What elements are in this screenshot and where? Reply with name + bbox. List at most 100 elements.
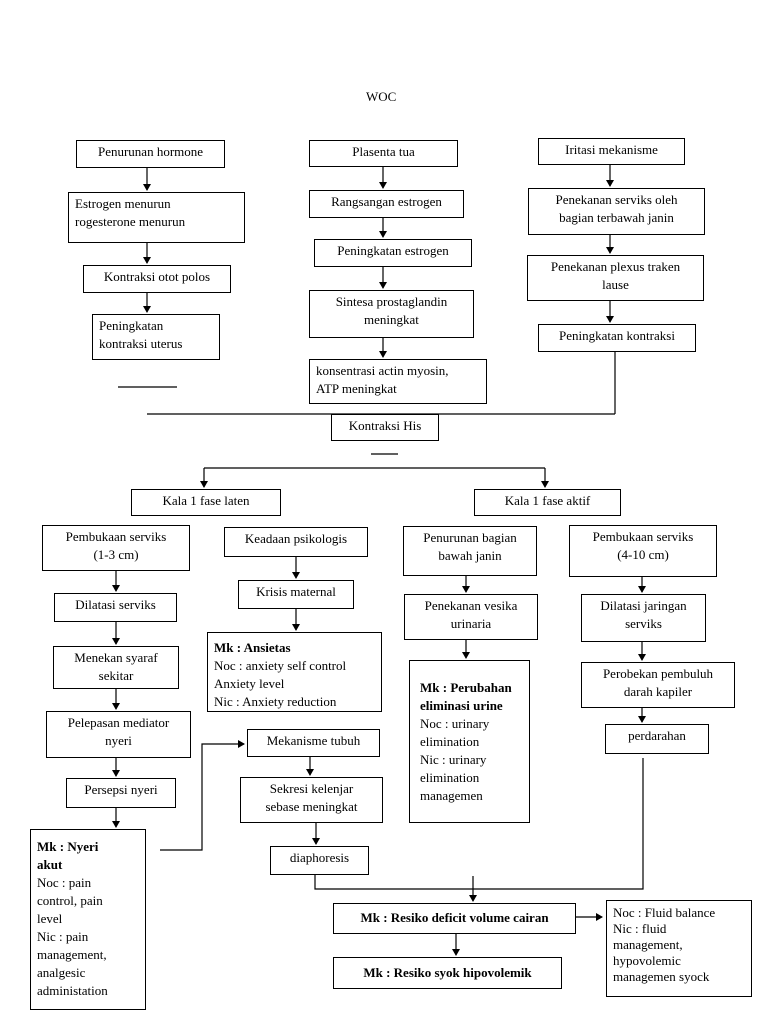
- mk-eliminasi-heading-line1: Mk : Perubahan: [420, 680, 512, 695]
- mk-nyeri-line6: analgesic: [37, 965, 86, 980]
- perdarahan-to-volume: [473, 758, 644, 890]
- mk-nyeri-line3: level: [37, 911, 63, 926]
- peningkatan-kontraksi-uterus-box: Peningkatan kontraksi uterus: [92, 314, 220, 360]
- penurunan-bagian-box: Penurunan bagian bawah janin: [403, 526, 537, 576]
- mk-resiko-syok-text: Mk : Resiko syok hipovolemik: [363, 965, 532, 980]
- persepsi-nyeri-text: Persepsi nyeri: [84, 782, 158, 797]
- krisis-maternal-box: Krisis maternal: [238, 580, 354, 609]
- sekresi-kelenjar-box: Sekresi kelenjar sebase meningkat: [240, 777, 383, 823]
- mk-ansietas-line3: Nic : Anxiety reduction: [214, 694, 337, 709]
- plasenta-tua-box: Plasenta tua: [309, 140, 458, 167]
- diaphoresis-to-volume: [314, 875, 473, 890]
- diaphoresis-text: diaphoresis: [289, 850, 350, 865]
- noc-fluid-line1: Noc : Fluid balance: [613, 905, 716, 920]
- rangsangan-estrogen-text: Rangsangan estrogen: [331, 194, 442, 209]
- mekanisme-tubuh-box: Mekanisme tubuh: [247, 729, 380, 757]
- konsentrasi-actin-line1: konsentrasi actin myosin,: [316, 363, 449, 378]
- plasenta-tua-text: Plasenta tua: [352, 144, 415, 159]
- dilatasi-serviks-text: Dilatasi serviks: [75, 597, 156, 612]
- keadaan-psikologis-text: Keadaan psikologis: [244, 531, 348, 546]
- iritasi-mekanisme-text: Iritasi mekanisme: [565, 142, 658, 157]
- mk-nyeri-line4: Nic : pain: [37, 929, 89, 944]
- kala-aktif-text: Kala 1 fase aktif: [504, 493, 591, 508]
- dilatasi-jaringan-line1: Dilatasi jaringan: [600, 598, 687, 613]
- sekresi-kelenjar-line1: Sekresi kelenjar: [269, 781, 354, 796]
- konsentrasi-actin-box: konsentrasi actin myosin, ATP meningkat: [309, 359, 487, 404]
- sintesa-prostaglandin-line2: meningkat: [364, 312, 419, 327]
- mk-eliminasi-line2: elimination: [420, 734, 480, 749]
- estrogen-menurun-line1: Estrogen menurun: [75, 196, 171, 211]
- penekanan-serviks-line1: Penekanan serviks oleh: [555, 192, 678, 207]
- peningkatan-kontraksi-uterus-line1: Peningkatan: [99, 318, 164, 333]
- mk-ansietas-heading: Mk : Ansietas: [214, 640, 291, 655]
- noc-fluid-line2: Nic : fluid: [613, 921, 667, 936]
- pelepasan-mediator-line2: nyeri: [105, 733, 132, 748]
- diaphoresis-box: diaphoresis: [270, 846, 369, 875]
- diagram-title: WOC: [366, 89, 397, 104]
- mk-nyeri-akut-box: Mk : Nyeri akut Noc : pain control, pain…: [30, 829, 146, 1010]
- nyeri-to-mekanisme: [160, 740, 245, 851]
- mk-eliminasi-line3: Nic : urinary: [420, 752, 487, 767]
- estrogen-menurun-box: Estrogen menurun rogesterone menurun: [68, 192, 245, 243]
- mk-nyeri-heading-line2: akut: [37, 857, 63, 872]
- peningkatan-kontraksi-text: Peningkatan kontraksi: [559, 328, 675, 343]
- sintesa-prostaglandin-line1: Sintesa prostaglandin: [335, 294, 448, 309]
- kontraksi-his-box: Kontraksi His: [331, 414, 439, 441]
- mk-resiko-volume-text: Mk : Resiko deficit volume cairan: [360, 910, 549, 925]
- mk-ansietas-box: Mk : Ansietas Noc : anxiety self control…: [207, 632, 382, 712]
- penekanan-plexus-line2: lause: [602, 277, 629, 292]
- sintesa-prostaglandin-box: Sintesa prostaglandin meningkat: [309, 290, 474, 338]
- mk-nyeri-line1: Noc : pain: [37, 875, 92, 890]
- penurunan-bagian-line2: bawah janin: [438, 548, 502, 563]
- kontraksi-otot-text: Kontraksi otot polos: [103, 269, 211, 284]
- kala-laten-box: Kala 1 fase laten: [131, 489, 281, 516]
- menekan-syaraf-line1: Menekan syaraf: [74, 650, 158, 665]
- pembukaan-serviks-1-3-line2: (1-3 cm): [93, 547, 139, 562]
- kala-aktif-box: Kala 1 fase aktif: [474, 489, 621, 516]
- mk-nyeri-line5: management,: [37, 947, 107, 962]
- mk-nyeri-heading-line1: Mk : Nyeri: [37, 839, 99, 854]
- sekresi-kelenjar-line2: sebase meningkat: [265, 799, 358, 814]
- dilatasi-jaringan-line2: serviks: [625, 616, 662, 631]
- menekan-syaraf-box: Menekan syaraf sekitar: [53, 646, 179, 689]
- penurunan-hormone-text: Penurunan hormone: [97, 144, 204, 159]
- mk-eliminasi-heading-line2: eliminasi urine: [420, 698, 503, 713]
- kontraksi-otot-box: Kontraksi otot polos: [83, 265, 231, 293]
- mk-eliminasi-line1: Noc : urinary: [420, 716, 490, 731]
- mk-eliminasi-line4: elimination: [420, 770, 480, 785]
- pembukaan-serviks-4-10-line2: (4-10 cm): [617, 547, 669, 562]
- pembukaan-serviks-4-10-line1: Pembukaan serviks: [592, 529, 694, 544]
- pelepasan-mediator-line1: Pelepasan mediator: [67, 715, 170, 730]
- penekanan-vesika-line1: Penekanan vesika: [424, 598, 518, 613]
- mk-resiko-volume-box: Mk : Resiko deficit volume cairan: [333, 903, 576, 934]
- peningkatan-kontraksi-uterus-line2: kontraksi uterus: [99, 336, 183, 351]
- mekanisme-tubuh-text: Mekanisme tubuh: [266, 733, 361, 748]
- konsentrasi-actin-line2: ATP meningkat: [316, 381, 397, 396]
- pembukaan-serviks-1-3-box: Pembukaan serviks (1-3 cm): [42, 525, 190, 571]
- noc-fluid-box: Noc : Fluid balance Nic : fluid manageme…: [606, 900, 752, 997]
- mk-nyeri-line2: control, pain: [37, 893, 103, 908]
- penekanan-vesika-line2: urinaria: [450, 616, 492, 631]
- penekanan-plexus-box: Penekanan plexus traken lause: [527, 255, 704, 301]
- peningkatan-estrogen-box: Peningkatan estrogen: [314, 239, 472, 267]
- perobekan-pembuluh-box: Perobekan pembuluh darah kapiler: [581, 662, 735, 708]
- perdarahan-text: perdarahan: [628, 728, 686, 743]
- penurunan-bagian-line1: Penurunan bagian: [423, 530, 517, 545]
- iritasi-mekanisme-box: Iritasi mekanisme: [538, 138, 685, 165]
- dilatasi-jaringan-box: Dilatasi jaringan serviks: [581, 594, 706, 642]
- mk-eliminasi-line5: managemen: [420, 788, 483, 803]
- mk-ansietas-line1: Noc : anxiety self control: [214, 658, 347, 673]
- mk-ansietas-line2: Anxiety level: [214, 676, 285, 691]
- noc-fluid-line5: managemen syock: [613, 969, 710, 984]
- mk-perubahan-eliminasi-box: Mk : Perubahan eliminasi urine Noc : uri…: [409, 660, 530, 823]
- noc-fluid-line3: management,: [613, 937, 683, 952]
- perobekan-pembuluh-line1: Perobekan pembuluh: [602, 666, 714, 681]
- penekanan-serviks-box: Penekanan serviks oleh bagian terbawah j…: [528, 188, 705, 235]
- menekan-syaraf-line2: sekitar: [98, 668, 134, 683]
- rangsangan-estrogen-box: Rangsangan estrogen: [309, 190, 464, 218]
- pembukaan-serviks-4-10-box: Pembukaan serviks (4-10 cm): [569, 525, 717, 577]
- noc-fluid-line4: hypovolemic: [613, 953, 681, 968]
- mk-resiko-syok-box: Mk : Resiko syok hipovolemik: [333, 957, 562, 989]
- peningkatan-estrogen-text: Peningkatan estrogen: [337, 243, 449, 258]
